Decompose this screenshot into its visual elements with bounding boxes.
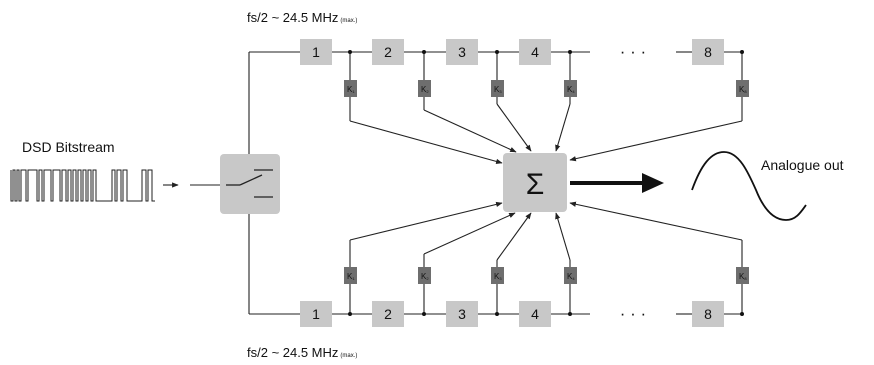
- top-coef-label-8: K8: [739, 85, 747, 94]
- top-tap-block-8: [692, 39, 724, 65]
- bitstream-waveform: [10, 169, 155, 202]
- bottom-frequency-label: fs/2 ~ 24.5 MHz(max.): [247, 345, 357, 360]
- bottom-coef-k2: [418, 267, 431, 284]
- analogue-sine-wave: [691, 151, 807, 221]
- top-tap-label-1: 1: [312, 44, 320, 60]
- top-tap-block-1: [300, 39, 332, 65]
- bottom-ellipsis: · · ·: [620, 304, 646, 323]
- top-tap-block-2: [372, 39, 404, 65]
- sum-symbol: Σ: [526, 168, 545, 201]
- bottom-coef-k3: [491, 267, 504, 284]
- top-coefficients: K1 K2 K3 K4 K8: [344, 80, 749, 97]
- bottom-tap-block-2: [372, 301, 404, 327]
- bottom-coef-label-2: K2: [421, 272, 429, 281]
- top-coef-label-3: K3: [494, 85, 502, 94]
- bottom-tap-label-1: 1: [312, 306, 320, 322]
- bottom-tap-label-4: 4: [531, 306, 539, 322]
- top-ellipsis: · · ·: [620, 42, 646, 61]
- bottom-tap-block-1: [300, 301, 332, 327]
- bottom-tap-block-4: [519, 301, 551, 327]
- bottom-coefficients: K1 K2 K3 K4 K8: [344, 267, 749, 284]
- bottom-tap-label-8: 8: [704, 306, 712, 322]
- bottom-delay-line: 1 2 3 4 8 · · ·: [249, 284, 744, 327]
- bottom-coef-label-8: K8: [739, 272, 747, 281]
- bottom-coef-label-3: K3: [494, 272, 502, 281]
- top-tap-block-4: [519, 39, 551, 65]
- bottom-coef-label-4: K4: [567, 272, 575, 281]
- top-coef-k2: [418, 80, 431, 97]
- bottom-tap-label-2: 2: [384, 306, 392, 322]
- top-tap-label-8: 8: [704, 44, 712, 60]
- switch-block: [220, 154, 280, 214]
- summer-block: [503, 153, 567, 212]
- top-coef-label-2: K2: [421, 85, 429, 94]
- top-frequency-label: fs/2 ~ 24.5 MHz(max.): [247, 10, 357, 25]
- bottom-feed-lines: [349, 201, 743, 267]
- top-coef-k1: [344, 80, 357, 97]
- bottom-coef-label-1: K1: [347, 272, 355, 281]
- top-coef-k3: [491, 80, 504, 97]
- output-label: Analogue out: [761, 157, 844, 173]
- input-label: DSD Bitstream: [22, 139, 115, 155]
- top-tap-label-2: 2: [384, 44, 392, 60]
- top-tap-label-3: 3: [458, 44, 466, 60]
- bottom-tap-block-3: [446, 301, 478, 327]
- top-feed-lines: [349, 97, 743, 164]
- top-tap-label-4: 4: [531, 44, 539, 60]
- bottom-coef-k4: [564, 267, 577, 284]
- bottom-tap-block-8: [692, 301, 724, 327]
- top-coef-k4: [564, 80, 577, 97]
- bottom-tap-label-3: 3: [458, 306, 466, 322]
- switch-icon: [226, 169, 273, 198]
- top-tap-block-3: [446, 39, 478, 65]
- top-coef-k8: [736, 80, 749, 97]
- output-arrow: [570, 173, 664, 193]
- top-coef-label-4: K4: [567, 85, 575, 94]
- top-coef-label-1: K1: [347, 85, 355, 94]
- bottom-coef-k1: [344, 267, 357, 284]
- bottom-coef-k8: [736, 267, 749, 284]
- top-delay-line: 1 2 3 4 8 · · ·: [249, 39, 744, 80]
